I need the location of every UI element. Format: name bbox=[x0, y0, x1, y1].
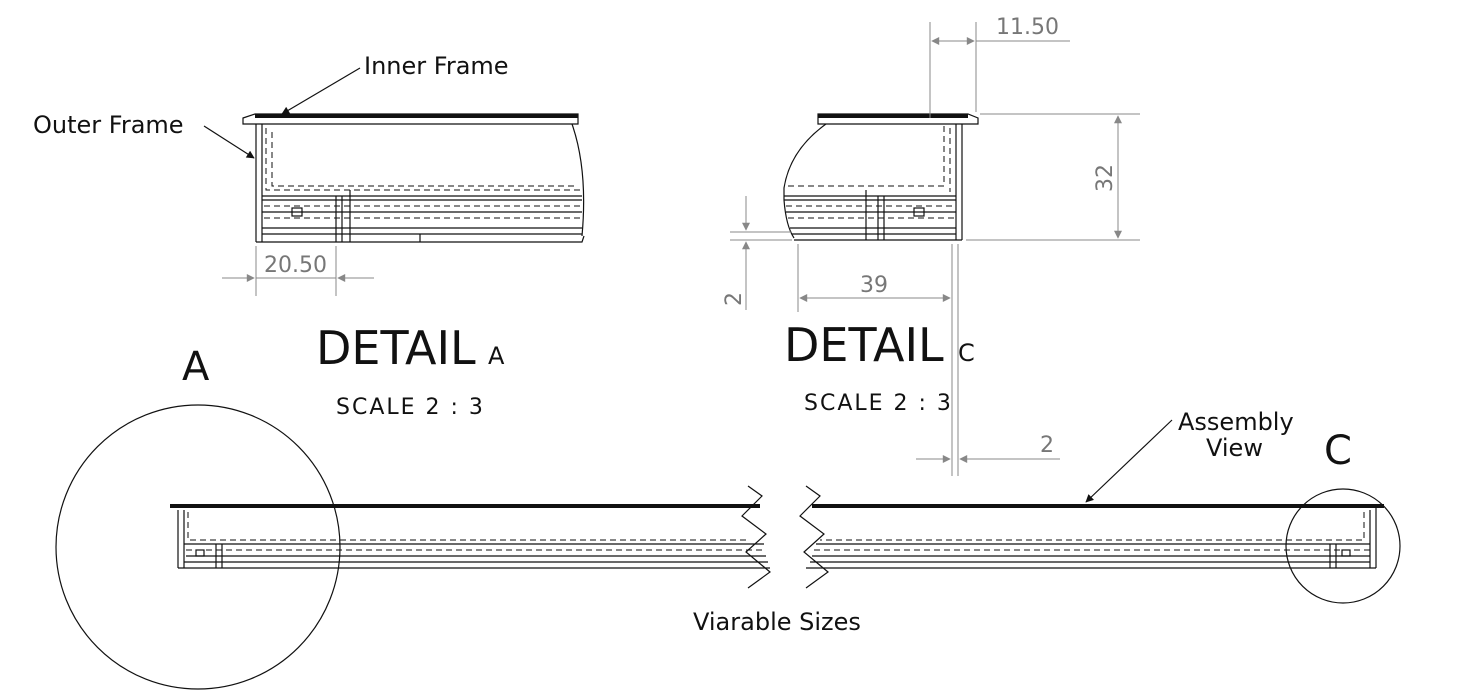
inner-frame-label: Inner Frame bbox=[364, 52, 509, 80]
dimension-2-left bbox=[730, 196, 792, 310]
variable-sizes-note: Viarable Sizes bbox=[693, 608, 861, 636]
assembly-label-line2: View bbox=[1206, 434, 1263, 462]
detail-a-letter: A bbox=[488, 342, 505, 370]
assembly-view bbox=[170, 485, 1384, 589]
dimension-39-text: 39 bbox=[860, 273, 888, 298]
dimension-2-left-text: 2 bbox=[722, 292, 747, 306]
dimension-20-50-text: 20.50 bbox=[264, 253, 327, 278]
detail-a-title: DETAIL bbox=[316, 321, 476, 375]
detail-c-letter: C bbox=[958, 339, 975, 367]
detail-c-view bbox=[783, 113, 979, 241]
detail-a-view bbox=[242, 113, 585, 243]
outer-frame-label: Outer Frame bbox=[33, 111, 184, 139]
dimension-20-50 bbox=[222, 246, 374, 296]
detail-a-circle bbox=[55, 404, 341, 690]
detail-c-scale: SCALE 2 : 3 bbox=[804, 391, 953, 416]
dimension-11-50 bbox=[929, 22, 1070, 118]
outer-frame-leader bbox=[203, 125, 255, 159]
dimension-2-bottom-text: 2 bbox=[1040, 433, 1054, 458]
dimension-32 bbox=[966, 113, 1140, 241]
dimension-32-text: 32 bbox=[1093, 164, 1118, 192]
dimension-11-50-text: 11.50 bbox=[996, 15, 1059, 40]
detail-a-scale: SCALE 2 : 3 bbox=[336, 395, 485, 420]
assembly-label-line1: Assembly bbox=[1178, 408, 1294, 436]
detail-c-circle bbox=[1285, 488, 1401, 604]
assembly-view-leader bbox=[1085, 419, 1173, 503]
inner-frame-leader bbox=[281, 67, 361, 115]
callout-c: C bbox=[1324, 428, 1352, 474]
detail-c-title: DETAIL bbox=[784, 318, 944, 372]
callout-a: A bbox=[182, 344, 210, 390]
dimension-39 bbox=[797, 244, 959, 476]
